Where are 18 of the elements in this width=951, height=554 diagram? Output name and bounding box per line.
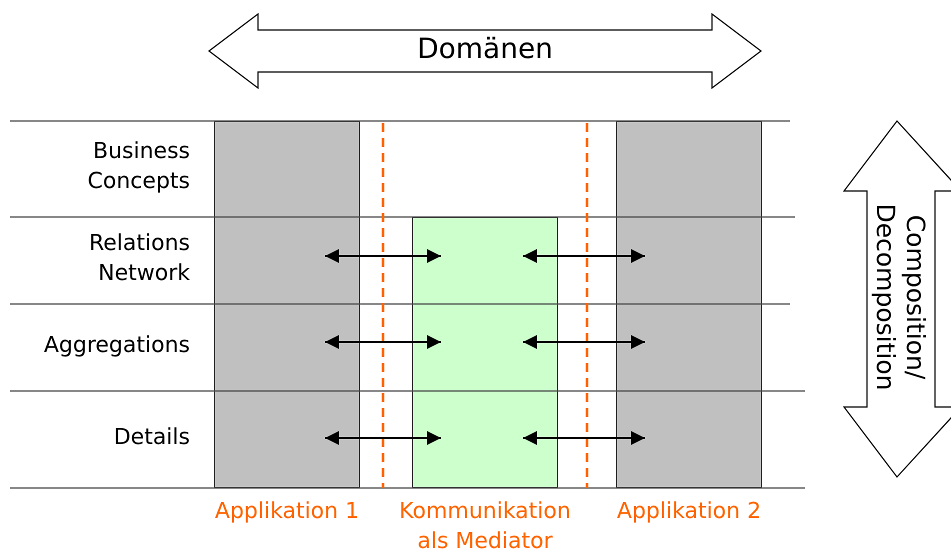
column-caption: Applikation 2 [616, 498, 762, 526]
column-caption: Kommunikation als Mediator [398, 498, 572, 554]
double-arrow [523, 335, 645, 349]
double-arrow [325, 431, 441, 445]
mediator-block [412, 217, 558, 488]
row-label: Business Concepts [86, 138, 190, 196]
double-arrow [325, 249, 441, 263]
column-caption: Applikation 1 [214, 498, 360, 526]
row-label: Aggregations [42, 332, 190, 360]
double-arrow [523, 431, 645, 445]
double-arrow [325, 335, 441, 349]
column-block [214, 121, 360, 488]
arrow-label: Domänen [416, 34, 554, 64]
row-label: Relations Network [88, 230, 190, 288]
arrow-label: Composition/ Decomposition [870, 202, 930, 393]
double-arrow [523, 249, 645, 263]
row-label: Details [112, 424, 190, 452]
column-block [616, 121, 762, 488]
